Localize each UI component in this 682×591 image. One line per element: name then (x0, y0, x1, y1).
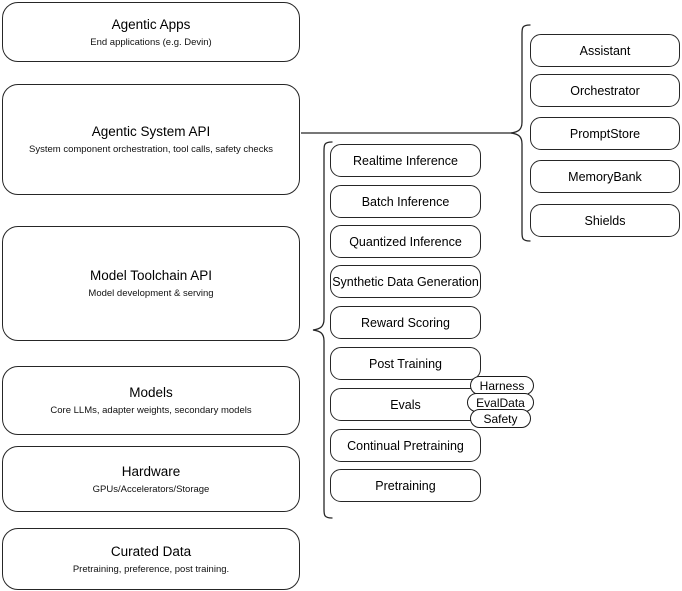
agentic-component-label: Assistant (579, 43, 631, 58)
toolchain-capability-label: Continual Pretraining (347, 438, 464, 453)
agentic-component-shields[interactable]: Shields (530, 204, 680, 237)
agentic-component-orchestrator[interactable]: Orchestrator (530, 74, 680, 107)
agentic-component-label: MemoryBank (568, 169, 642, 184)
stack-layer-model-toolchain-api[interactable]: Model Toolchain API Model development & … (2, 226, 300, 341)
connector-agentic-system-to-components (300, 126, 516, 142)
stack-layer-subtitle: Core LLMs, adapter weights, secondary mo… (50, 405, 252, 416)
evals-tag-safety[interactable]: Safety (470, 409, 531, 428)
agentic-component-promptstore[interactable]: PromptStore (530, 117, 680, 150)
stack-layer-agentic-system-api[interactable]: Agentic System API System component orch… (2, 84, 300, 195)
toolchain-capability-batch-inference[interactable]: Batch Inference (330, 185, 481, 218)
stack-layer-title: Models (129, 385, 173, 400)
agentic-component-label: Shields (584, 213, 626, 228)
evals-tag-label: Harness (479, 378, 525, 393)
toolchain-capability-label: Post Training (369, 356, 442, 371)
stack-layer-title: Curated Data (110, 543, 192, 559)
toolchain-capability-label: Evals (390, 397, 421, 412)
stack-layer-title: Hardware (121, 463, 181, 479)
stack-layer-subtitle: End applications (e.g. Devin) (90, 36, 212, 48)
toolchain-capability-label: Synthetic Data Generation (332, 274, 479, 289)
toolchain-capability-label: Realtime Inference (353, 153, 458, 168)
evals-tag-label: Safety (483, 411, 518, 426)
stack-layer-hardware[interactable]: Hardware GPUs/Accelerators/Storage (2, 446, 300, 512)
stack-layer-agentic-apps[interactable]: Agentic Apps End applications (e.g. Devi… (2, 2, 300, 62)
agentic-component-label: PromptStore (569, 126, 641, 141)
agentic-component-label: Orchestrator (570, 83, 640, 98)
stack-layer-title: Agentic Apps (111, 16, 191, 32)
toolchain-capability-synthetic-data-generation[interactable]: Synthetic Data Generation (330, 265, 481, 298)
toolchain-capability-label: Pretraining (375, 478, 436, 493)
toolchain-capability-post-training[interactable]: Post Training (330, 347, 481, 380)
toolchain-capability-label: Batch Inference (361, 194, 450, 209)
toolchain-capability-realtime-inference[interactable]: Realtime Inference (330, 144, 481, 177)
evals-tag-label: EvalData (476, 395, 525, 410)
stack-layer-subtitle: Model development & serving (88, 288, 214, 299)
toolchain-capability-label: Reward Scoring (361, 315, 450, 330)
brace-agentic-components (508, 22, 534, 244)
toolchain-capability-evals[interactable]: Evals (330, 388, 481, 421)
brace-toolchain-capabilities (310, 139, 336, 521)
toolchain-capability-label: Quantized Inference (349, 234, 462, 249)
stack-layer-title: Agentic System API (91, 124, 211, 139)
stack-layer-models[interactable]: Models Core LLMs, adapter weights, secon… (2, 366, 300, 435)
stack-layer-subtitle: Pretraining, preference, post training. (72, 563, 230, 575)
toolchain-capability-reward-scoring[interactable]: Reward Scoring (330, 306, 481, 339)
stack-layer-title: Model Toolchain API (89, 268, 213, 283)
stack-layer-curated-data[interactable]: Curated Data Pretraining, preference, po… (2, 528, 300, 590)
agentic-component-assistant[interactable]: Assistant (530, 34, 680, 67)
toolchain-capability-quantized-inference[interactable]: Quantized Inference (330, 225, 481, 258)
toolchain-capability-pretraining[interactable]: Pretraining (330, 469, 481, 502)
toolchain-capability-continual-pretraining[interactable]: Continual Pretraining (330, 429, 481, 462)
agentic-component-memorybank[interactable]: MemoryBank (530, 160, 680, 193)
stack-layer-subtitle: System component orchestration, tool cal… (29, 144, 273, 155)
stack-layer-subtitle: GPUs/Accelerators/Storage (92, 483, 210, 495)
